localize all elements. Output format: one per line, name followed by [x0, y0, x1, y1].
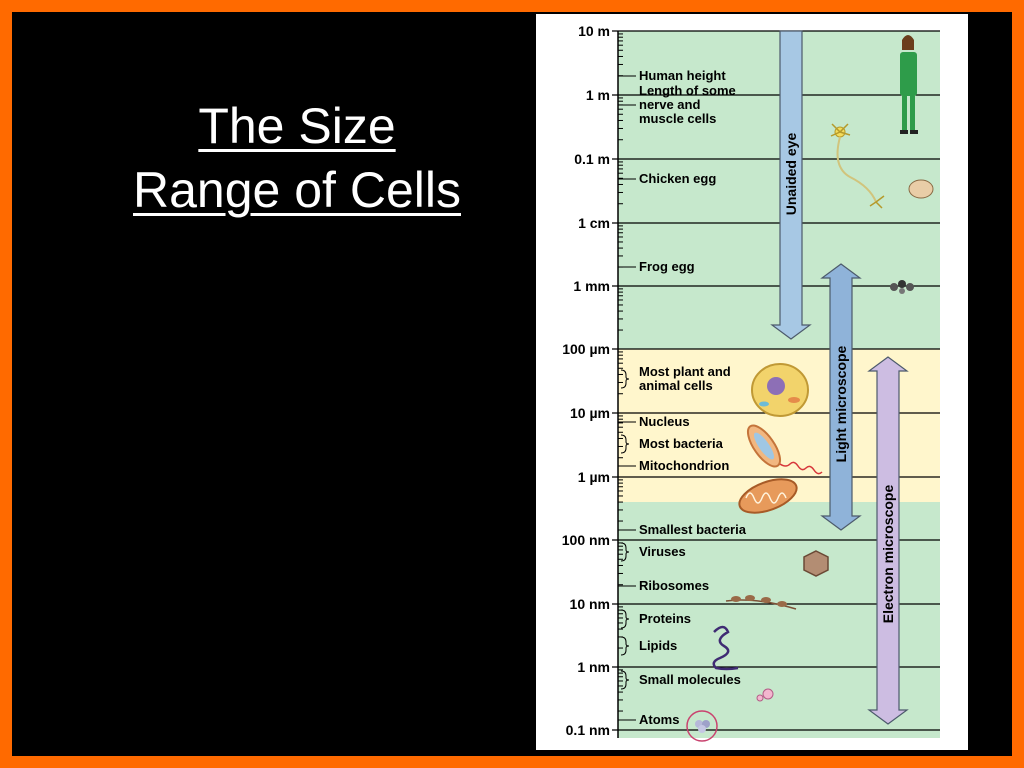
range-arrow [820, 263, 862, 531]
size-scale-diagram: 10 m 1 m 0.1 m 1 cm 1 mm 100 µm 10 µm 1 µm 100 n… [562, 23, 940, 742]
nerve-cell-icon [830, 123, 885, 209]
scale-tick-label: 1 cm [578, 215, 610, 231]
item-brace [620, 542, 630, 562]
scale-tick-label: 1 nm [577, 659, 610, 675]
frog-egg-icon [890, 280, 914, 294]
scale-tick-label: 1 µm [578, 469, 610, 485]
item-brace [620, 369, 630, 389]
chicken-egg-icon [908, 179, 934, 199]
ribosome-icon [725, 595, 797, 610]
size-item-label: Smallest bacteria [639, 522, 747, 537]
title-line-2: Range of Cells [133, 162, 461, 218]
animal-cell-icon [751, 363, 809, 417]
virus-icon [803, 550, 829, 577]
range-arrow-label: Unaided eye [783, 133, 799, 216]
size-item-label: Atoms [639, 712, 679, 727]
scale-tick-label: 10 m [578, 23, 610, 39]
range-arrow-label: Electron microscope [880, 485, 896, 624]
size-item-label: Human height [639, 68, 726, 83]
size-scale-figure: 10 m 1 m 0.1 m 1 cm 1 mm 100 µm 10 µm 1 µm 100 n… [536, 14, 968, 750]
item-brace [620, 670, 630, 690]
item-brace [620, 609, 630, 629]
size-item-label: Chicken egg [639, 171, 716, 186]
protein-icon [712, 625, 739, 671]
title-line-1: The Size [198, 98, 396, 154]
human-figure-icon [900, 35, 918, 134]
size-item-label: Proteins [639, 611, 691, 626]
molecule-icon [756, 688, 774, 702]
scale-tick-label: 1 m [586, 87, 610, 103]
size-item-label: Frog egg [639, 259, 695, 274]
scale-tick-label: 100 µm [562, 341, 610, 357]
size-item-label: Most bacteria [639, 436, 724, 451]
size-item-label: Viruses [639, 544, 686, 559]
item-brace [620, 434, 630, 454]
size-item-label: Mitochondrion [639, 458, 729, 473]
scale-tick-label: 0.1 m [574, 151, 610, 167]
size-item-label: Nucleus [639, 414, 690, 429]
size-item-label: Ribosomes [639, 578, 709, 593]
slide-title: The Size Range of Cells [92, 94, 502, 222]
band-macro [618, 31, 940, 349]
atom-icon [686, 710, 718, 742]
range-arrow [770, 30, 812, 340]
item-brace [620, 636, 630, 656]
scale-tick-label: 10 µm [570, 405, 610, 421]
size-item-label: Small molecules [639, 672, 741, 687]
scale-tick-label: 10 nm [570, 596, 610, 612]
range-arrow [867, 356, 909, 725]
bacterium-icon [746, 424, 823, 475]
mitochondrion-icon [738, 478, 798, 514]
scale-tick-label: 0.1 nm [566, 722, 610, 738]
size-item-label: Lipids [639, 638, 677, 653]
scale-tick-label: 100 nm [562, 532, 610, 548]
scale-tick-label: 1 mm [573, 278, 610, 294]
range-arrow-label: Light microscope [833, 345, 849, 462]
